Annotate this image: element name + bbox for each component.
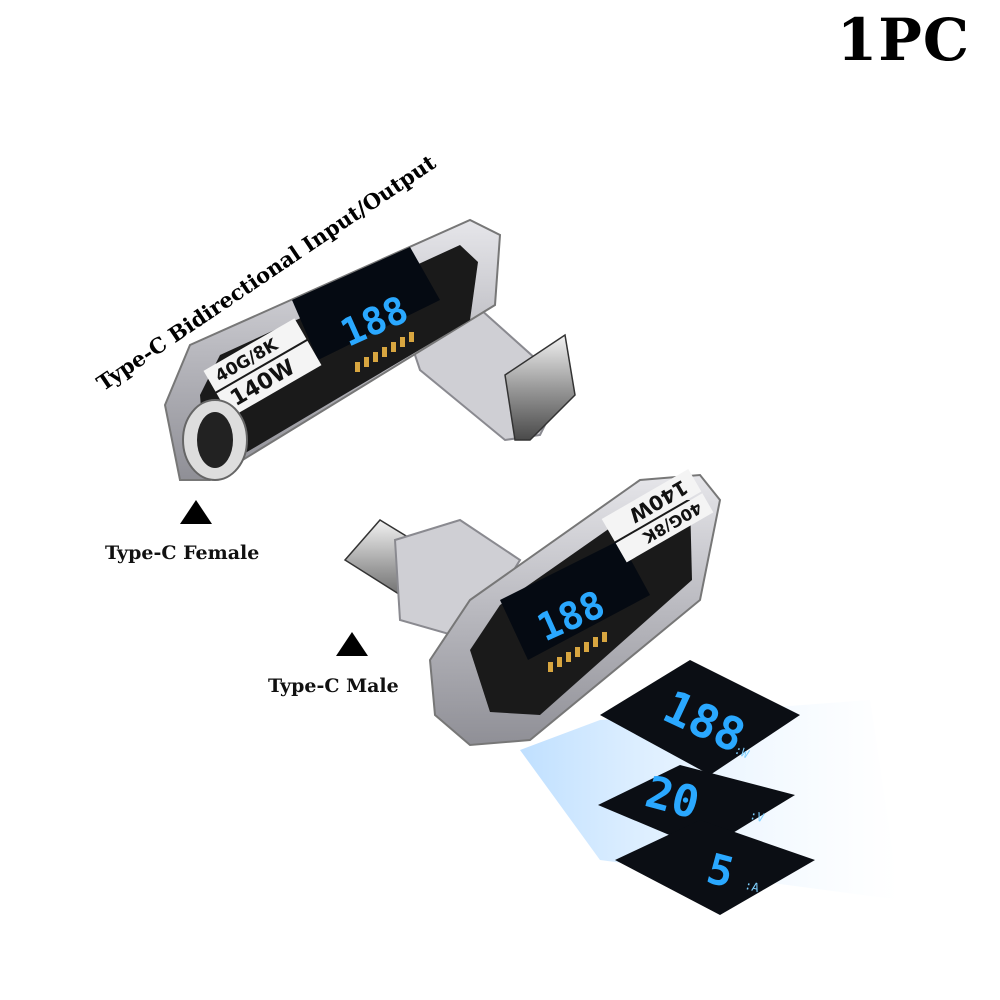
adapter-bottom: 188 40G/8K 140W <box>343 469 722 747</box>
label-box-power-top <box>216 340 322 418</box>
arrow-up-icon <box>336 632 368 656</box>
quantity-label: 1PC <box>836 6 970 74</box>
usb-c-plug-top <box>504 333 576 441</box>
panel-amps: 5 :A <box>615 820 815 915</box>
label-box-power-bottom <box>601 469 702 542</box>
svg-text::W: :W <box>732 742 752 761</box>
female-port-opening <box>197 412 233 468</box>
adapter-top: 188 40G/8K 140W <box>163 218 576 481</box>
display-top <box>292 247 440 360</box>
panel-watts: 188 :W <box>600 660 800 775</box>
arrow-up-icon <box>180 500 212 524</box>
caption-male: Type-C Male <box>268 675 399 697</box>
svg-text::A: :A <box>743 878 761 895</box>
display-bottom <box>500 540 650 660</box>
caption-female: Type-C Female <box>105 542 260 564</box>
pins-top <box>355 332 414 372</box>
svg-text::V: :V <box>748 808 766 825</box>
label-box-bandwidth-bottom <box>615 493 714 563</box>
label-box-bandwidth-top <box>203 318 307 392</box>
pins-bottom <box>548 632 607 672</box>
panel-volts: 20 :V <box>598 765 795 850</box>
